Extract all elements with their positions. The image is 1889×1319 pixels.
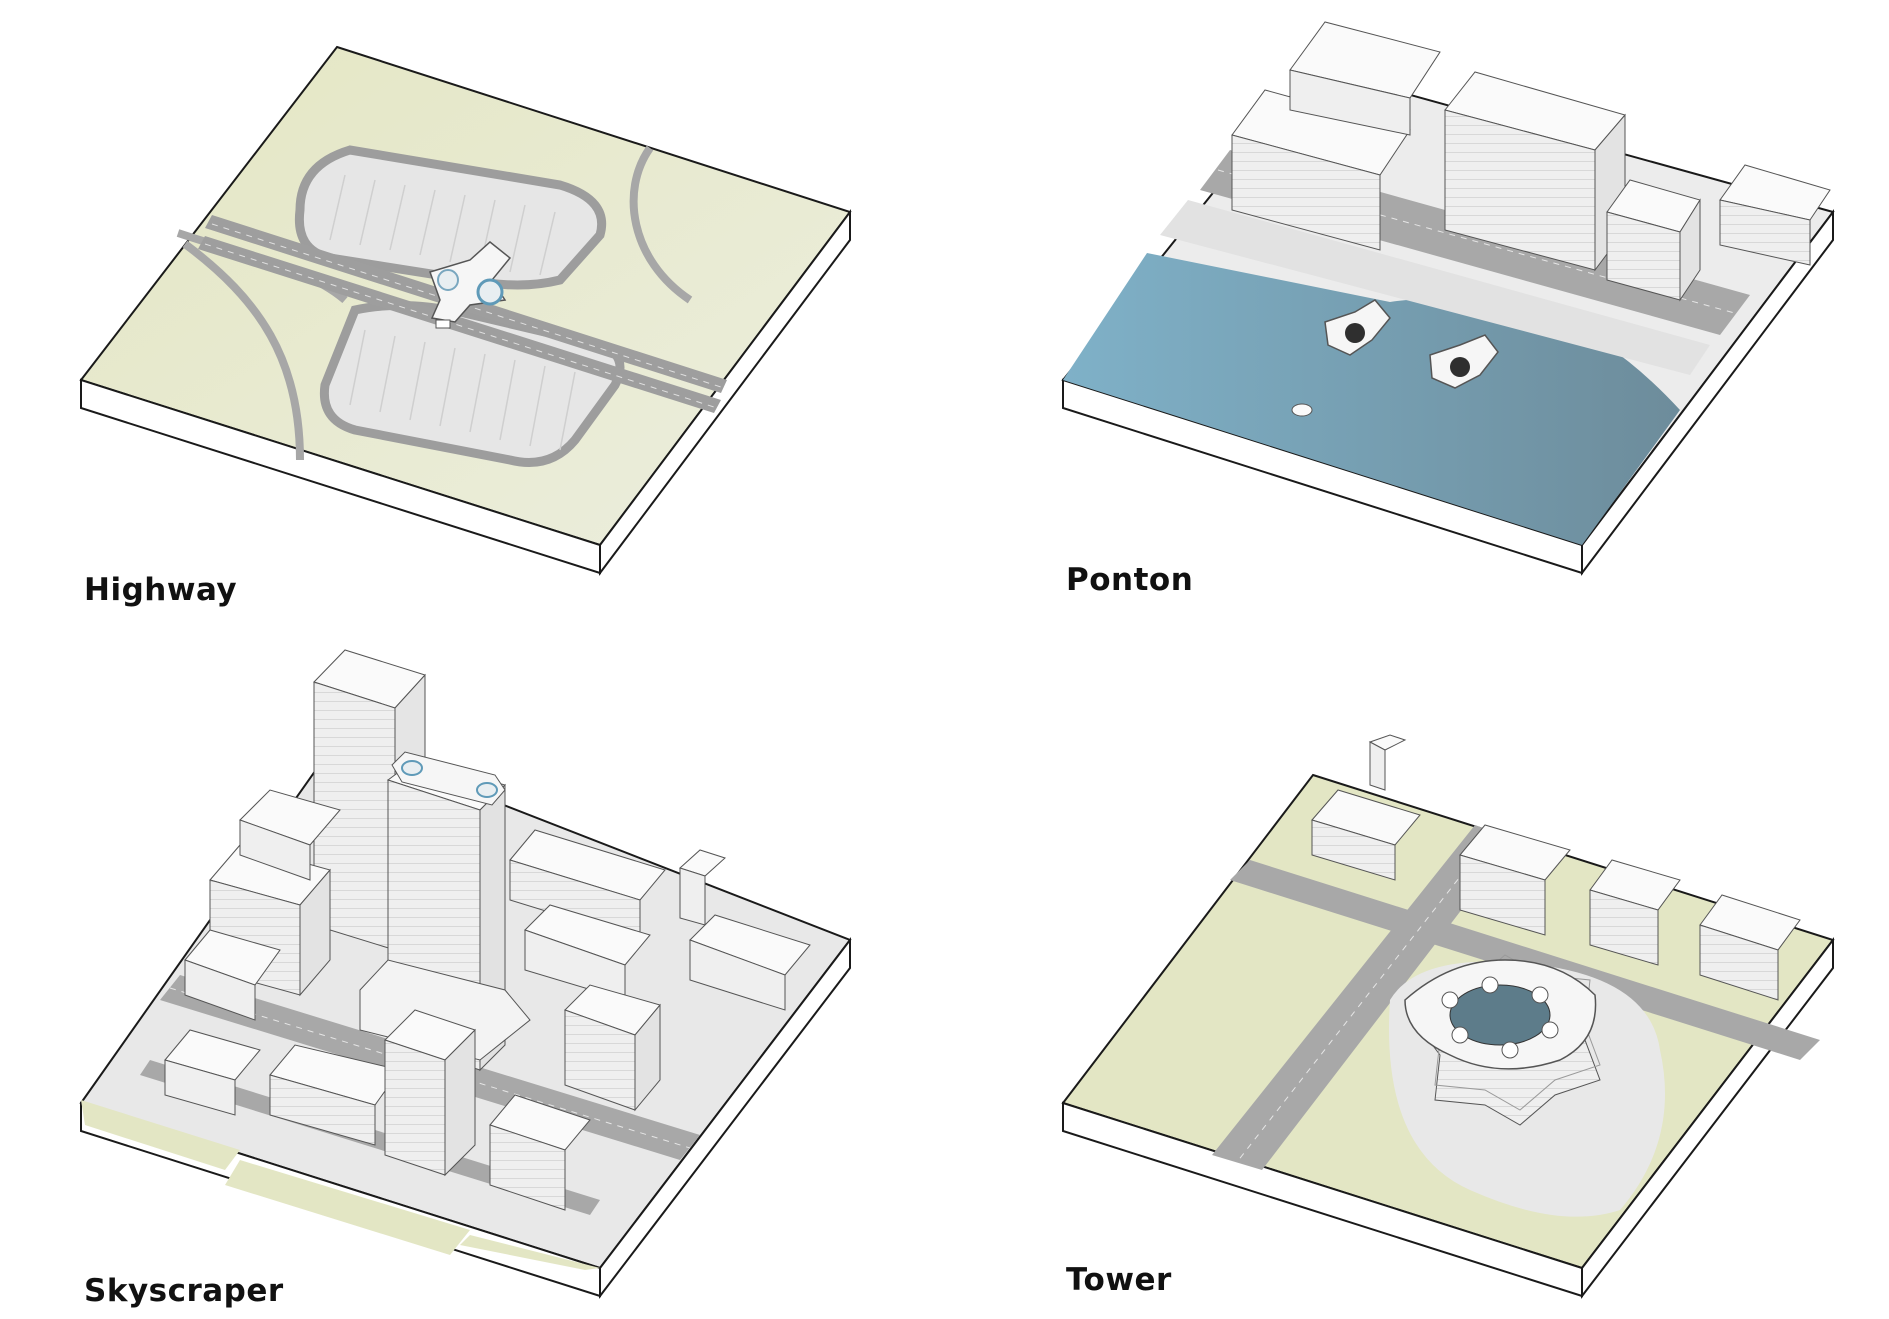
panel-label-tower: Tower [1066,1262,1172,1298]
ponton-panel [1061,21,1835,576]
skyscraper-panel [79,649,852,1299]
highway-panel [79,45,852,576]
ponton-station [1291,299,1499,417]
panel-label-ponton: Ponton [1066,562,1194,598]
panel-label-skyscraper: Skyscraper [84,1273,284,1309]
tower-road [1212,825,1515,1170]
ponton-quay [1160,200,1710,375]
tower-road [1230,860,1820,1060]
tower-star-building [1404,954,1601,1126]
highway-ramp-curve [629,145,693,304]
skyscraper-slab-side [599,937,851,1299]
highway-road [198,236,721,413]
tower-panel [1061,734,1835,1299]
highway-station [429,241,512,329]
highway-ramp-curve [182,240,304,461]
highway-slab-side [599,209,851,576]
panel-label-highway: Highway [84,572,238,608]
parking-stalls [329,174,576,451]
ponton-buildings [1231,21,1831,302]
ponton-slab-side [1581,209,1834,576]
